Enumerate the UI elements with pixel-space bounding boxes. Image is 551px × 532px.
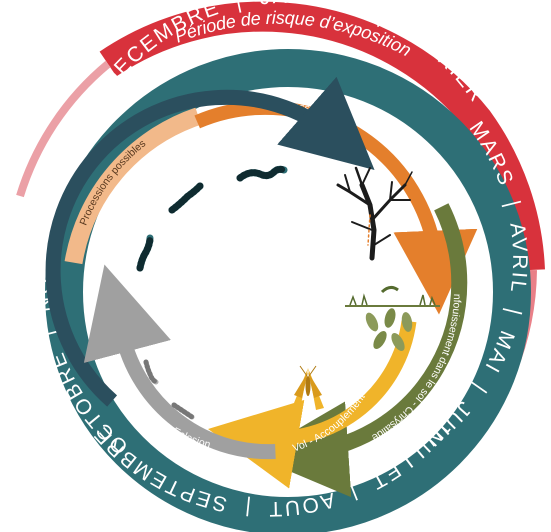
month-separator: |	[0, 0, 4, 11]
processions-possibles-arrow	[64, 107, 202, 265]
eggs-icon	[171, 402, 195, 420]
month-separator: |	[233, 0, 246, 14]
chenilles-arrow	[45, 76, 375, 407]
moth-icon	[292, 365, 324, 410]
caterpillar-icon	[136, 234, 154, 272]
caterpillar-icon	[168, 182, 204, 214]
caterpillar-icon	[236, 165, 288, 182]
month-avril: AVRIL	[505, 221, 531, 295]
enfouissement-arrow	[252, 203, 468, 498]
month-ring	[45, 49, 531, 532]
month-separator: |	[0, 0, 4, 11]
bare-tree-icon	[336, 166, 413, 261]
caterpillar-icon	[143, 359, 159, 385]
month-separator: |	[375, 5, 392, 29]
chrysalis-icon	[345, 285, 440, 352]
eclosion-arrow	[83, 264, 276, 460]
month-separator: |	[242, 496, 252, 520]
